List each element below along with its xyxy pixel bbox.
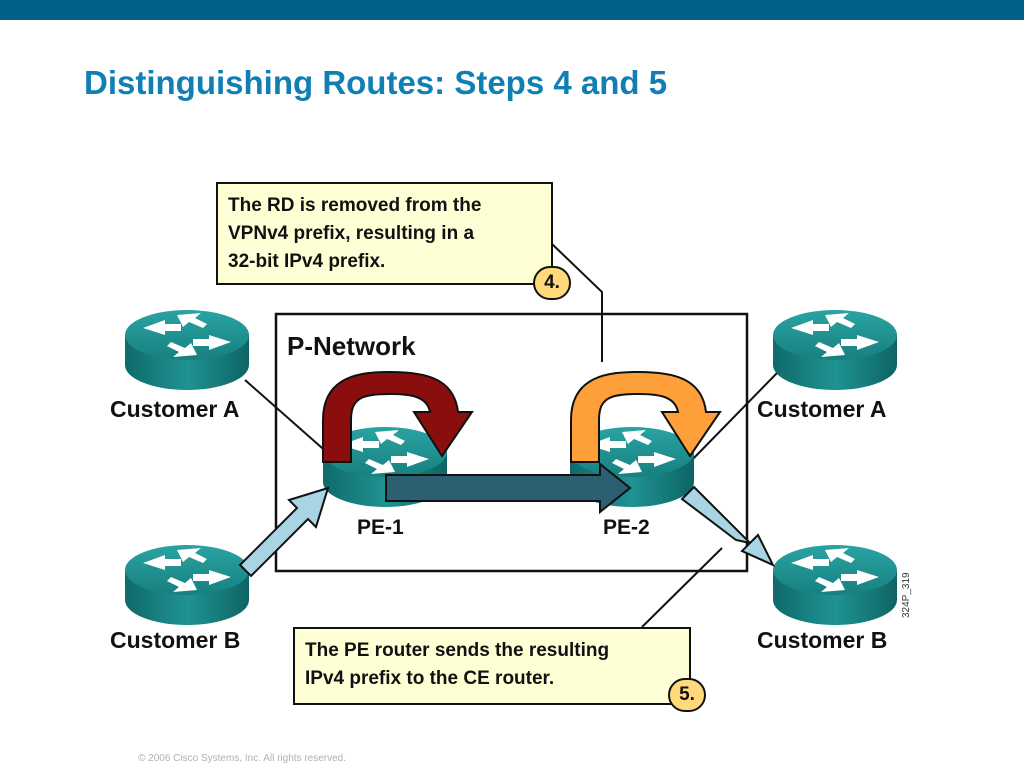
customer-a-left-label: Customer A: [110, 396, 240, 422]
step5-badge: 5.: [668, 678, 706, 712]
p-network-label: P-Network: [287, 331, 416, 361]
router-icon[interactable]: [773, 310, 897, 390]
flow-arrow-icon: [385, 461, 632, 515]
callout-step5-line: The PE router sends the resulting: [305, 640, 610, 661]
callout4-pointer: [551, 243, 603, 362]
callout5-pointer: [641, 547, 723, 628]
callout-step4-line: 32-bit IPv4 prefix.: [228, 251, 386, 272]
flow-arrow-icon: [680, 485, 776, 568]
callout-step5: The PE router sends the resulting IPv4 p…: [293, 627, 691, 705]
link-pe2-custA-right: [689, 371, 779, 463]
link-custA-left-pe1: [244, 379, 331, 456]
callout-step4-line: VPNv4 prefix, resulting in a: [228, 223, 475, 244]
customer-a-right-label: Customer A: [757, 396, 887, 422]
pe1-label: PE-1: [357, 516, 404, 539]
router-icon[interactable]: [125, 310, 249, 390]
step4-badge: 4.: [533, 266, 571, 300]
loop-arrow-icon: [570, 370, 722, 463]
copyright-notice: © 2006 Cisco Systems, Inc. All rights re…: [138, 753, 347, 764]
router-icon[interactable]: [125, 545, 249, 625]
flow-arrow-icon: [238, 486, 330, 578]
loop-arrow-icon: [322, 370, 474, 463]
callout-step4-line: The RD is removed from the: [228, 195, 482, 216]
pe2-label: PE-2: [603, 516, 650, 539]
figure-id: 324P_319: [901, 572, 912, 618]
customer-b-left-label: Customer B: [110, 627, 241, 653]
page-title: Distinguishing Routes: Steps 4 and 5: [84, 64, 668, 101]
callout-step4: The RD is removed from the VPNv4 prefix,…: [216, 182, 553, 285]
customer-b-right-label: Customer B: [757, 627, 888, 653]
callout-step5-line: IPv4 prefix to the CE router.: [305, 668, 555, 689]
router-icon[interactable]: [773, 545, 897, 625]
header-bar: [0, 0, 1024, 20]
